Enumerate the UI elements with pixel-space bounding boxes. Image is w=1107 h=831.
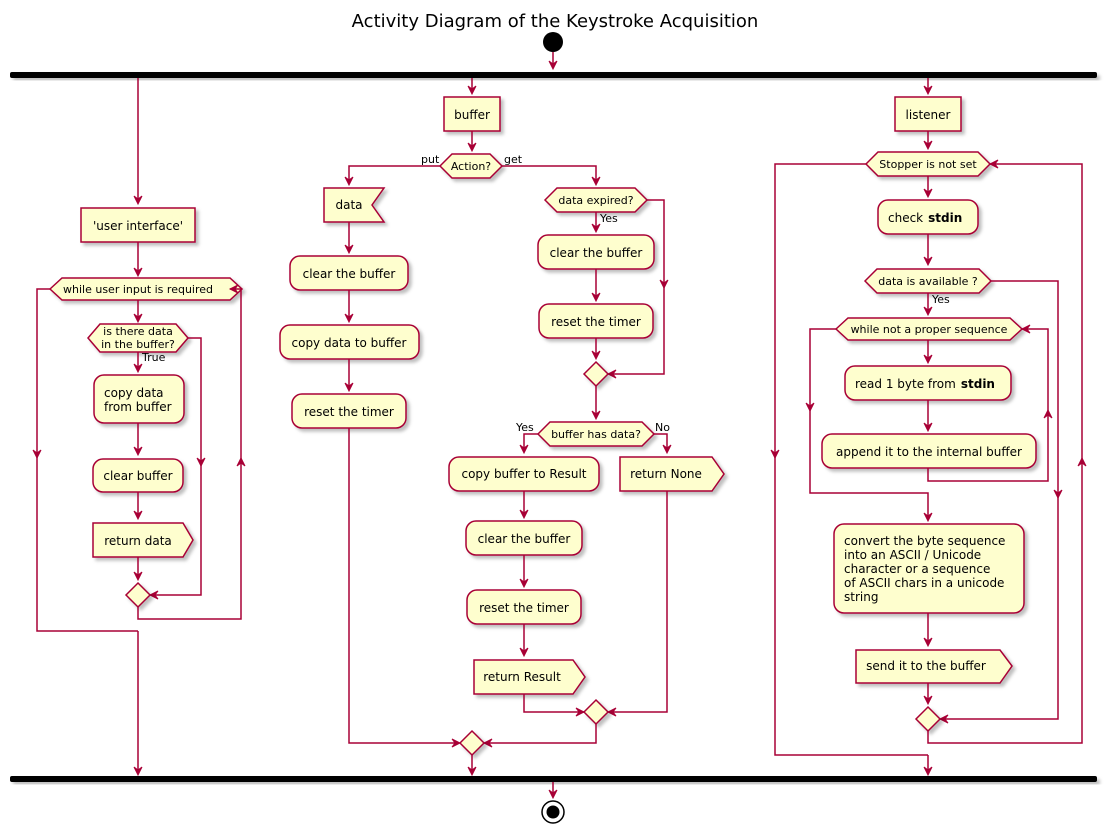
copy-buffer-to-result-label: copy buffer to Result <box>461 467 586 481</box>
return-none-label: return None <box>630 467 702 481</box>
listener-node <box>894 96 962 132</box>
no-has-data-label: No <box>655 421 670 434</box>
merge-diamond-has-data <box>582 698 610 726</box>
lane-buffer: buffer Action? put get data clear the bu… <box>279 78 725 777</box>
convert-line-4: of ASCII chars in a unicode <box>844 576 1004 590</box>
reset-the-timer-put-label: reset the timer <box>304 405 394 419</box>
lane-user-interface: 'user interface' while user input is req… <box>32 78 246 777</box>
while-user-input-label: while user input is required <box>63 283 213 296</box>
clear-the-buffer-result-label: clear the buffer <box>478 532 571 546</box>
append-node <box>821 433 1037 469</box>
read-byte-text: read 1 byte from stdin <box>855 377 995 391</box>
merge-diamond-expired <box>582 360 610 388</box>
copy-data-to-buffer-label: copy data to buffer <box>292 336 407 350</box>
while-proper-sequence-label: while not a proper sequence <box>851 323 1008 336</box>
return-none-node <box>619 456 725 492</box>
copy-data-line1: copy data <box>104 386 164 400</box>
buffer-label: buffer <box>454 108 490 122</box>
clear-buffer-label: clear buffer <box>103 469 172 483</box>
data-expired-label: data expired? <box>558 194 633 207</box>
true-label: True <box>141 351 166 364</box>
convert-line-3: character or a sequence <box>844 562 990 576</box>
reset-the-timer-get-label: reset the timer <box>551 315 641 329</box>
data-receive-node <box>323 187 386 223</box>
start-node <box>543 32 563 52</box>
check-stdin-text: check stdin <box>888 211 962 225</box>
convert-line-5: string <box>844 590 878 604</box>
join-bar <box>10 776 1097 782</box>
read-stdin-label: stdin <box>961 377 995 391</box>
append-label: append it to the internal buffer <box>836 445 1022 459</box>
fork-bar <box>10 72 1097 78</box>
stopper-label: Stopper is not set <box>879 158 977 171</box>
user-interface-label: 'user interface' <box>93 219 183 233</box>
reset-the-timer-result-label: reset the timer <box>479 601 569 615</box>
return-result-node <box>473 659 586 695</box>
yes-has-data-label: Yes <box>515 421 534 434</box>
clear-the-buffer-get-label: clear the buffer <box>550 246 643 260</box>
while-user-input-diamond <box>48 277 244 301</box>
send-label: send it to the buffer <box>866 659 986 673</box>
clear-the-buffer-put-label: clear the buffer <box>303 267 396 281</box>
yes-expired-label: Yes <box>599 212 618 225</box>
put-label: put <box>421 153 440 166</box>
yes-available-label: Yes <box>931 293 950 306</box>
is-there-data-line2: in the buffer? <box>101 338 175 351</box>
lane-listener: listener Stopper is not set check stdin d… <box>770 78 1087 777</box>
end-node-outer <box>541 800 565 824</box>
diagram-title: Activity Diagram of the Keystroke Acquis… <box>352 11 759 32</box>
return-data-label: return data <box>104 534 172 548</box>
buffer-has-data-label: buffer has data? <box>551 428 641 441</box>
convert-line-1: convert the byte sequence <box>844 534 1005 548</box>
end-node-inner <box>546 805 560 819</box>
is-there-data-line1: is there data <box>103 325 173 338</box>
stdin-label: stdin <box>928 211 962 225</box>
listener-label: listener <box>906 108 951 122</box>
merge-diamond-available <box>914 705 942 733</box>
copy-data-line2: from buffer <box>104 400 172 414</box>
action-label: Action? <box>451 160 491 173</box>
copy-data-from-buffer-node <box>93 374 185 424</box>
data-label: data <box>335 198 362 212</box>
buffer-node <box>443 96 501 132</box>
merge-diamond-ui <box>124 581 152 609</box>
return-data-node <box>92 522 194 558</box>
data-available-label: data is available ? <box>878 275 978 288</box>
send-node <box>855 649 1013 684</box>
get-label: get <box>504 153 523 166</box>
merge-diamond-action <box>458 729 486 757</box>
return-result-label: return Result <box>483 670 561 684</box>
convert-line-2: into an ASCII / Unicode <box>844 548 981 562</box>
convert-node <box>833 523 1025 614</box>
read-byte-label: read 1 byte from <box>855 377 956 391</box>
check-label: check <box>888 211 923 225</box>
